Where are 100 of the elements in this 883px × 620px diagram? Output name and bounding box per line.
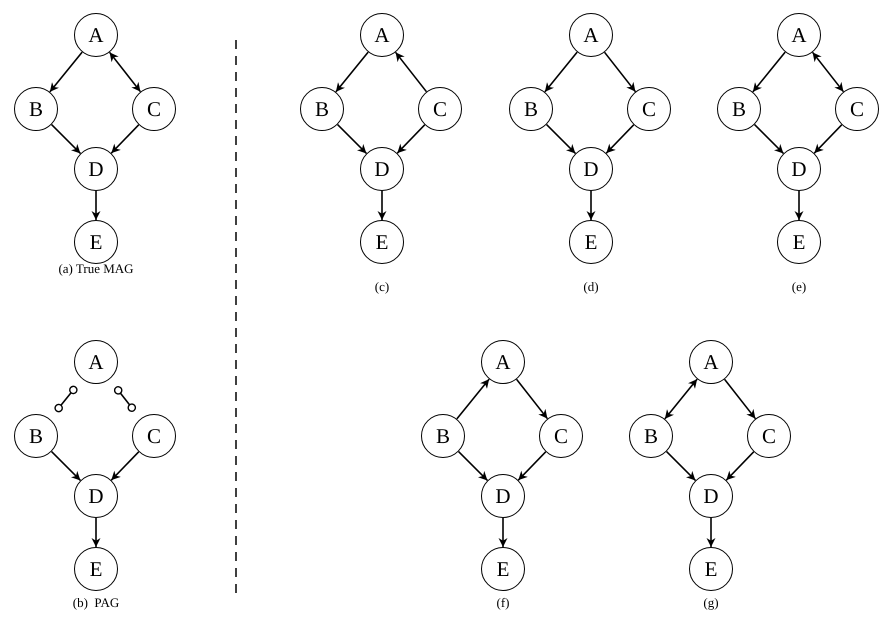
node-label: A <box>791 24 807 46</box>
arrow <box>110 124 140 154</box>
graph-node <box>14 87 58 131</box>
graph-node <box>481 547 525 591</box>
arrow <box>586 191 596 220</box>
node-label: D <box>791 158 807 180</box>
graph-node <box>14 414 58 458</box>
graph-node <box>835 87 879 131</box>
subfigure-caption: (c) <box>374 279 390 295</box>
graph-node <box>74 220 118 264</box>
arrow <box>92 518 100 547</box>
node-label: B <box>436 426 450 446</box>
arrow <box>754 124 784 154</box>
arrow <box>516 378 548 420</box>
arrow <box>456 378 490 420</box>
arrow <box>50 124 82 154</box>
node-label: E <box>584 232 598 252</box>
graph-node <box>627 87 671 131</box>
node-label: A <box>374 24 390 46</box>
graph-node <box>421 414 465 458</box>
graph-node <box>74 147 118 191</box>
node-label: D <box>583 158 599 180</box>
arrow <box>92 191 100 220</box>
node-label: C <box>432 98 447 120</box>
graph-node <box>569 147 613 191</box>
graph-node <box>539 414 583 458</box>
arrow <box>498 518 508 547</box>
arrow <box>604 52 636 92</box>
node-label: B <box>524 98 538 120</box>
arrow <box>794 191 804 220</box>
graph-node <box>777 147 821 191</box>
arrow <box>335 52 369 92</box>
arrow <box>378 191 386 220</box>
node-label: B <box>732 98 746 120</box>
graph-node <box>777 13 821 57</box>
node-label: D <box>88 486 104 506</box>
node-label: E <box>704 558 718 580</box>
subfigure-caption: (f) <box>496 595 510 611</box>
node-label: A <box>88 352 104 372</box>
node-label: B <box>28 426 43 446</box>
graph-node <box>509 87 553 131</box>
graph-node <box>360 13 404 57</box>
arrow <box>49 52 83 92</box>
graph-node <box>689 474 733 518</box>
graph-node <box>360 220 404 264</box>
node-label: E <box>90 558 102 580</box>
node-label: E <box>792 232 806 252</box>
graph-node <box>747 414 791 458</box>
node-label: A <box>88 24 104 46</box>
graph-node <box>717 87 761 131</box>
node-label: C <box>762 426 776 446</box>
arrow <box>336 124 368 154</box>
arrow <box>606 124 634 154</box>
arrow <box>706 518 716 547</box>
node-label: A <box>583 24 599 46</box>
subfigure-caption: (g) <box>703 595 719 611</box>
node-label: B <box>644 426 658 446</box>
arrow <box>396 124 426 154</box>
graph-node <box>132 87 176 131</box>
node-label: C <box>146 98 161 120</box>
graph-node <box>481 340 525 384</box>
graph-node <box>569 13 613 57</box>
node-label: B <box>314 98 329 120</box>
arrow <box>394 52 428 92</box>
arrow <box>108 52 142 92</box>
graph-node <box>418 87 462 131</box>
graph-node <box>777 220 821 264</box>
node-label: E <box>376 232 388 252</box>
arrow <box>50 450 82 482</box>
subfigure-caption: (a) True MAG <box>58 261 134 277</box>
graph-node <box>569 220 613 264</box>
arrow <box>724 378 756 420</box>
arrow <box>814 124 842 154</box>
arrow <box>518 451 546 481</box>
node-label: B <box>28 98 43 120</box>
subfigure-caption: (d) <box>583 279 599 295</box>
graph-node <box>74 474 118 518</box>
node-label: D <box>374 158 390 180</box>
graph-node <box>132 414 176 458</box>
arrow <box>752 52 786 92</box>
node-label: C <box>642 98 656 120</box>
node-label: A <box>495 352 511 372</box>
arrow <box>546 124 576 154</box>
graph-node <box>689 340 733 384</box>
node-label: D <box>703 486 719 506</box>
node-label: E <box>90 232 102 252</box>
graph-node <box>481 474 525 518</box>
arrow <box>664 378 698 420</box>
arrow <box>544 52 578 92</box>
graph-node <box>689 547 733 591</box>
node-label: C <box>850 98 864 120</box>
graph-node <box>74 13 118 57</box>
arrow <box>110 451 140 481</box>
node-label: D <box>495 486 511 506</box>
node-label: D <box>88 158 104 180</box>
node-label: C <box>554 426 568 446</box>
subfigure-caption: (b) PAG <box>72 595 120 611</box>
node-label: C <box>146 426 161 446</box>
arrow <box>726 451 754 481</box>
arrow <box>666 450 696 482</box>
